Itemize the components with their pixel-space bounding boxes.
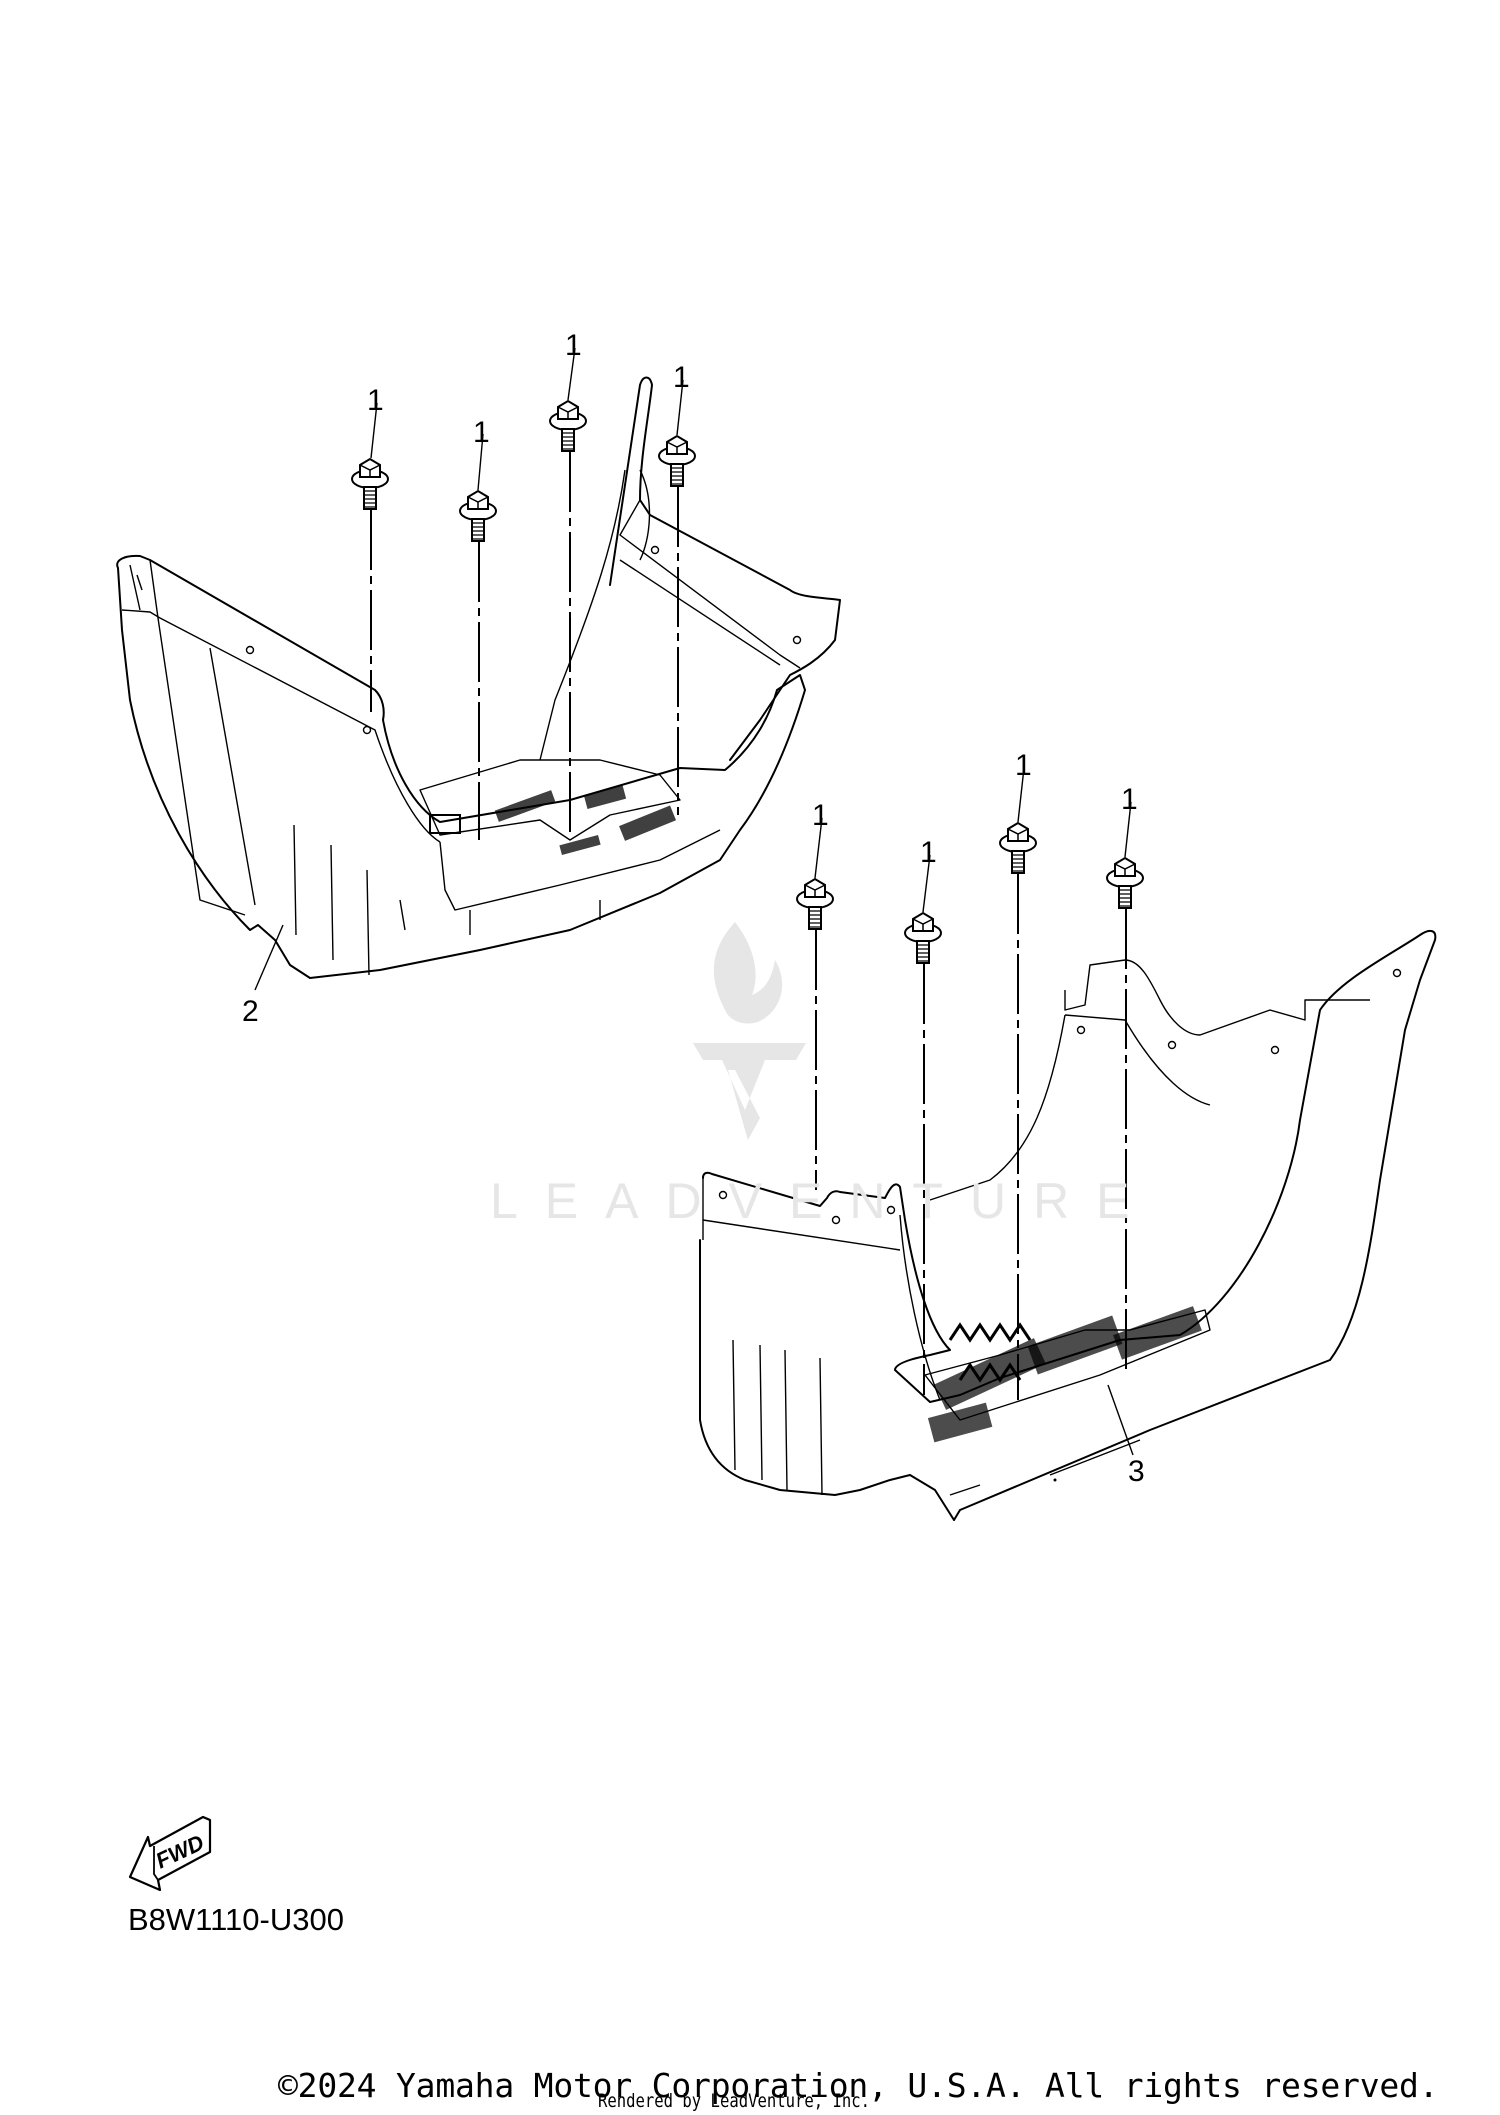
bolt-b-icon: [459, 490, 497, 542]
flame-icon: [713, 922, 783, 1024]
callout-bolt-h: 1: [1121, 783, 1138, 816]
copyright-footer: ©2024 Yamaha Motor Corporation, U.S.A. A…: [278, 2066, 1439, 2105]
bolt-d-icon: [658, 435, 696, 487]
rendered-by-footer: Rendered by LeadVenture, Inc.: [598, 2090, 871, 2112]
diagram-part-code: B8W1110-U300: [128, 1902, 344, 1937]
callout-bolt-g: 1: [1015, 749, 1032, 782]
fwd-arrow-icon: FWD: [128, 1815, 212, 1892]
bolt-a-icon: [351, 458, 389, 510]
bolt-g-icon: [999, 822, 1037, 874]
callout-part-3: 3: [1128, 1455, 1145, 1488]
callout-part-2: 2: [242, 995, 259, 1028]
tread-pattern: [429, 785, 677, 856]
bolts: [351, 400, 1144, 1400]
bolt-c-icon: [549, 400, 587, 452]
callout-bolt-e: 1: [812, 799, 829, 832]
bolt-h-icon: [1106, 857, 1144, 909]
v-logo-icon: [693, 1043, 806, 1140]
callout-bolt-f: 1: [920, 836, 937, 869]
footrest-right-part-3: [699, 929, 1437, 1521]
callout-bolt-b: 1: [473, 416, 490, 449]
callout-bolt-c: 1: [565, 329, 582, 362]
callout-bolt-a: 1: [367, 384, 384, 417]
bolt-e-icon: [796, 878, 834, 930]
bolt-f-icon: [904, 912, 942, 964]
watermark-text: LEADVENTURE: [490, 1173, 1157, 1229]
callout-labels: 1 1 1 1 1 1 1 1 2 3: [242, 329, 1145, 1488]
footrest-left-part-2: [116, 376, 841, 979]
callout-leaders: [254, 347, 1134, 1456]
callout-bolt-d: 1: [673, 361, 690, 394]
tread-pattern: [927, 1306, 1202, 1443]
leadventure-watermark-logo: [693, 922, 806, 1140]
